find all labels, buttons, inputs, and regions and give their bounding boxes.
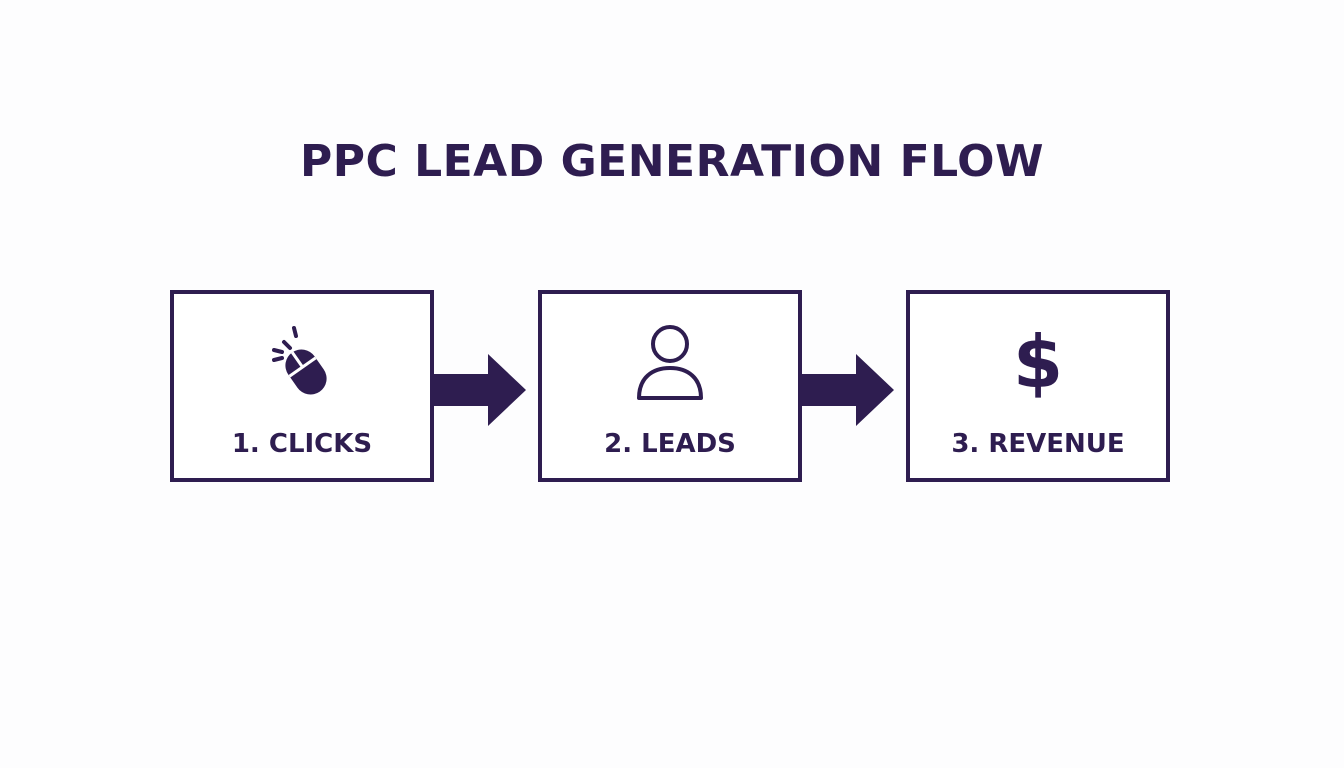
step-label-revenue: 3. REVENUE — [951, 429, 1125, 459]
step-box-revenue: $ 3. REVENUE — [906, 290, 1170, 482]
step-box-clicks: 1. CLICKS — [170, 290, 434, 482]
mouse-click-icon — [262, 322, 342, 402]
step-label-clicks: 1. CLICKS — [231, 429, 373, 459]
dollar-sign-glyph: $ — [1012, 320, 1064, 404]
flow-arrow-2 — [802, 354, 894, 426]
person-icon-graphic — [637, 325, 703, 400]
arrow-right-icon — [802, 354, 894, 426]
step-box-leads: 2. LEADS — [538, 290, 802, 482]
diagram-title: PPC LEAD GENERATION FLOW — [299, 136, 1045, 187]
person-icon — [630, 322, 710, 402]
step-label-leads: 2. LEADS — [604, 429, 736, 459]
mouse-click-icon-graphic — [272, 326, 327, 395]
flow-arrow-1 — [434, 354, 526, 426]
dollar-icon: $ — [998, 322, 1078, 402]
arrow-right-icon — [434, 354, 526, 426]
